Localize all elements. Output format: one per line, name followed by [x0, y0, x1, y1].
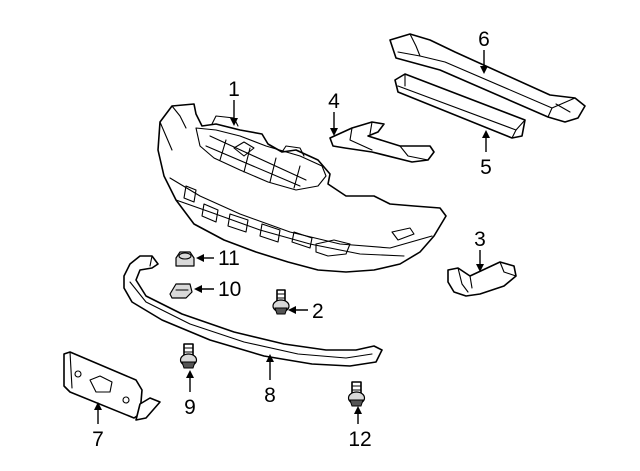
callout-12: 12 — [348, 428, 371, 451]
part-2-fastener — [272, 289, 290, 315]
part-12-fastener — [347, 381, 366, 407]
part-10-clip — [169, 283, 193, 299]
part-4-bracket — [329, 121, 435, 163]
part-6-reinforcement-beam — [389, 33, 586, 123]
part-9-fastener — [179, 343, 198, 369]
part-11-retainer — [175, 251, 195, 267]
part-5-absorber-bar — [394, 73, 526, 139]
callout-6: 6 — [478, 28, 490, 51]
callout-9: 9 — [184, 396, 196, 419]
callout-1: 1 — [228, 78, 240, 101]
callout-8: 8 — [264, 384, 276, 407]
callout-3: 3 — [474, 228, 486, 251]
part-8-spoiler-strip — [123, 255, 383, 367]
part-3-side-bracket — [447, 261, 517, 297]
callout-4: 4 — [328, 90, 340, 113]
leader-lines — [94, 50, 490, 424]
callout-11: 11 — [218, 247, 240, 270]
callout-5: 5 — [480, 156, 492, 179]
callout-labels: 1 2 3 4 5 6 7 8 9 10 11 12 — [92, 28, 492, 451]
part-1-bumper-cover — [157, 103, 447, 273]
part-7-license-bracket — [63, 351, 161, 421]
callout-10: 10 — [218, 278, 241, 301]
callout-7: 7 — [92, 428, 104, 451]
callout-2: 2 — [312, 300, 324, 323]
